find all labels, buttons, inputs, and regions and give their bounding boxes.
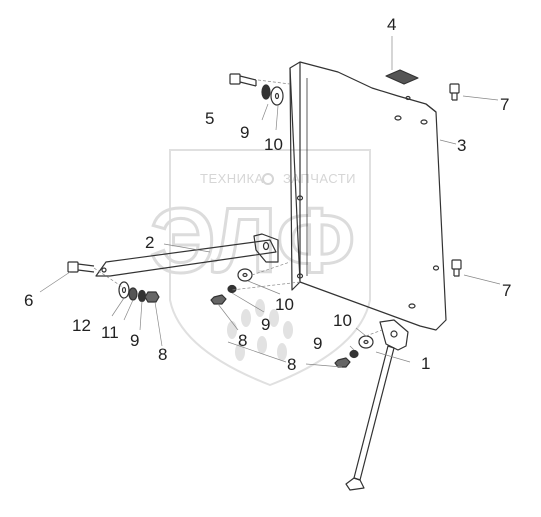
watermark-brand-left: ТЕХНИКА <box>200 171 264 186</box>
bolt-part-7b <box>451 259 462 277</box>
callout-5: 5 <box>205 109 214 128</box>
callout-8-left: 8 <box>158 345 167 364</box>
callout-3: 3 <box>457 136 466 155</box>
washer-part-10a <box>270 86 284 106</box>
bolt-part-5 <box>229 73 257 87</box>
callout-4: 4 <box>387 15 396 34</box>
leader-lines <box>39 36 501 368</box>
spring-washer-part-9d <box>349 349 359 359</box>
callout-11: 11 <box>101 323 119 342</box>
callout-2: 2 <box>145 233 154 252</box>
nut-part-8b <box>210 294 227 305</box>
gear-icon <box>262 173 274 185</box>
panel-part-3 <box>289 61 447 331</box>
watermark-brand-right: ЗАПЧАСТИ <box>283 171 356 186</box>
strut-part-1 <box>345 319 409 491</box>
nut-part-8a <box>144 291 160 303</box>
bolt-part-7a <box>449 83 460 101</box>
callout-6: 6 <box>24 291 33 310</box>
parts <box>67 61 462 491</box>
callouts: 4 5 9 10 7 3 2 7 6 10 12 11 9 8 9 8 10 9… <box>24 15 511 374</box>
callout-9-top: 9 <box>240 123 249 142</box>
callout-10-middle: 10 <box>275 295 294 314</box>
strut-part-2 <box>95 233 279 277</box>
callout-1: 1 <box>421 354 430 373</box>
watermark-logo: ЭЛФ <box>150 190 355 292</box>
watermark-shield <box>169 149 371 387</box>
spring-washer-part-9c <box>227 284 237 294</box>
callout-10-top: 10 <box>264 135 283 154</box>
washer-part-10c <box>358 335 374 349</box>
nut-part-8c <box>334 357 351 368</box>
bolt-part-6 <box>67 261 95 273</box>
callout-8-right: 8 <box>287 355 296 374</box>
callout-10-right: 10 <box>333 311 352 330</box>
washer-part-12 <box>118 281 130 299</box>
callout-9-right: 9 <box>313 334 322 353</box>
callout-8-middle: 8 <box>238 331 247 350</box>
callout-12: 12 <box>72 316 91 335</box>
callout-7-bottom: 7 <box>502 281 511 300</box>
watermark: ТЕХНИКА ЗАПЧАСТИ ЭЛФ <box>149 149 371 387</box>
callout-7-top: 7 <box>500 95 509 114</box>
wheat-icon <box>227 299 293 361</box>
callout-9-left: 9 <box>130 331 139 350</box>
spring-washer-part-9b <box>137 289 147 303</box>
plate-part-4 <box>385 69 419 85</box>
spring-washer-part-9a <box>261 84 271 100</box>
washer-part-11 <box>128 287 138 301</box>
callout-9-middle: 9 <box>261 315 270 334</box>
